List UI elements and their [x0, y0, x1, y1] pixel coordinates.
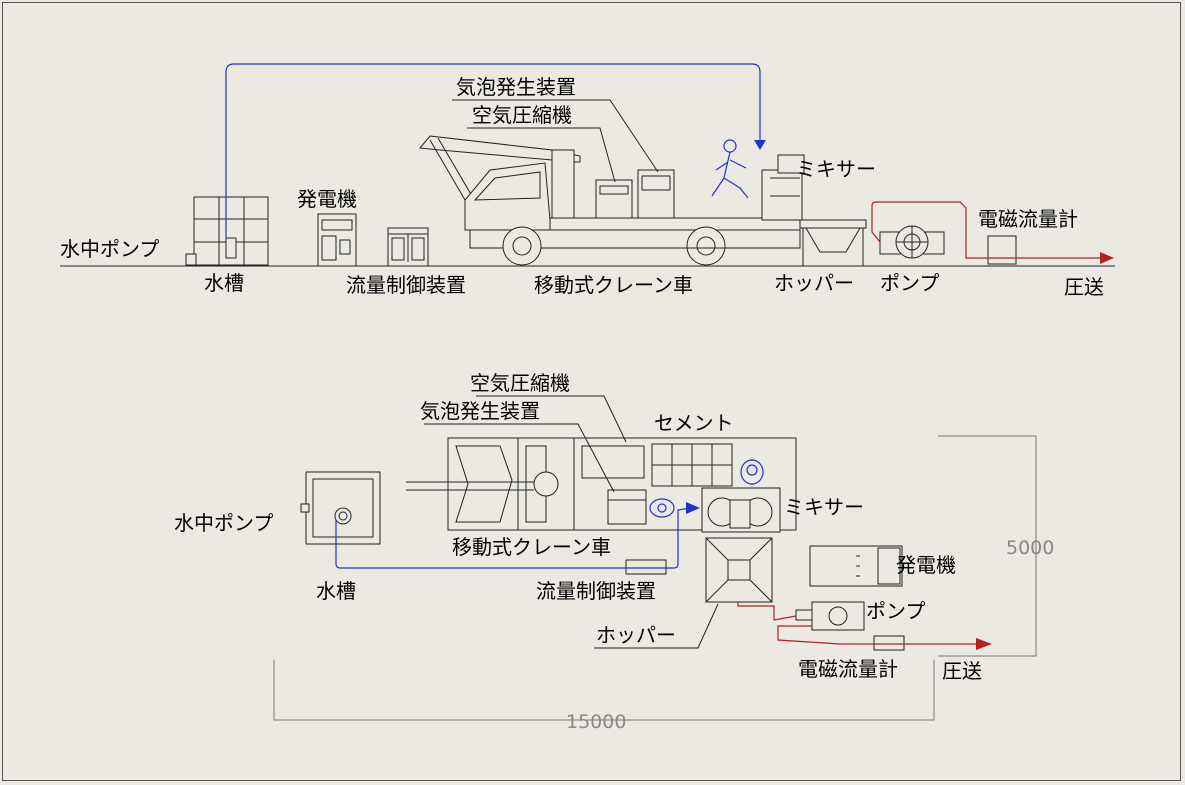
label-foam-generator-plan: 気泡発生装置 [420, 399, 540, 423]
workers-plan [649, 459, 764, 518]
label-hopper-side: ホッパー [774, 271, 854, 295]
label-cement-plan: セメント [654, 411, 734, 435]
hopper-side [799, 219, 867, 266]
generator-side [317, 213, 357, 267]
pump-plan [795, 601, 865, 631]
label-generator-plan: 発電機 [896, 553, 956, 577]
flowmeter-plan [873, 635, 905, 651]
side-view: 気泡発生装置 空気圧縮機 ミキサー 発電機 電磁流量計 水中ポンプ 水槽 流量制… [60, 63, 1115, 299]
label-pump-plan: ポンプ [866, 599, 925, 623]
pressure-feed-arrow-plan [976, 638, 992, 650]
slurry-line-plan [737, 602, 978, 645]
label-generator-side: 発電機 [297, 187, 357, 211]
label-flowmeter-side: 電磁流量計 [978, 207, 1078, 231]
label-pressure-feed-plan: 圧送 [942, 659, 982, 683]
water-flow-arrow-plan [686, 502, 700, 514]
pump-side [879, 225, 945, 259]
label-pump-side: ポンプ [880, 271, 939, 295]
label-mixer-side: ミキサー [796, 157, 876, 181]
leader-hopper-plan [594, 603, 719, 649]
flow-controller-plan [625, 559, 667, 575]
leader-foam-gen-plan [424, 423, 615, 493]
label-water-tank-plan: 水槽 [316, 579, 356, 603]
water-supply-line-plan [335, 507, 691, 569]
label-foam-generator-side: 気泡発生装置 [456, 75, 576, 99]
label-air-compressor-plan: 空気圧縮機 [470, 371, 570, 395]
flowmeter-side [987, 235, 1017, 265]
water-tank-plan [300, 471, 381, 545]
plan-view: 空気圧縮機 気泡発生装置 セメント ミキサー 水中ポンプ 移動式クレーン車 発電… [174, 371, 1054, 733]
label-mixer-plan: ミキサー [784, 495, 864, 519]
mixer-side [761, 154, 805, 221]
dimension-width-label: 5000 [1006, 537, 1054, 559]
label-submersible-pump-plan: 水中ポンプ [174, 511, 273, 535]
dimension-width [938, 435, 1037, 657]
label-hopper-plan: ホッパー [596, 623, 676, 647]
label-pressure-feed-side: 圧送 [1064, 275, 1104, 299]
flow-controller-side [387, 227, 429, 267]
label-mobile-crane-side: 移動式クレーン車 [534, 273, 693, 297]
label-submersible-pump-side: 水中ポンプ [60, 237, 159, 261]
hopper-plan [705, 537, 773, 603]
pressure-feed-arrow-side [1100, 252, 1114, 264]
label-air-compressor-side: 空気圧縮機 [472, 103, 572, 127]
slurry-line-side [871, 201, 1105, 259]
generator-plan [809, 545, 903, 587]
water-supply-line [225, 63, 761, 238]
mixer-plan [701, 487, 781, 533]
water-flow-arrow [754, 140, 766, 150]
crane-truck-side [419, 135, 801, 266]
leader-compressor-side [467, 127, 616, 183]
dimension-length-label: 15000 [566, 711, 626, 733]
label-water-tank-side: 水槽 [204, 271, 244, 295]
dimension-length [273, 660, 935, 721]
label-flow-controller-side: 流量制御装置 [346, 273, 466, 297]
label-mobile-crane-plan: 移動式クレーン車 [452, 535, 611, 559]
label-flow-controller-plan: 流量制御装置 [536, 579, 656, 603]
worker-figure [711, 139, 749, 199]
label-flowmeter-plan: 電磁流量計 [798, 657, 898, 681]
leader-foam-gen-side [452, 99, 659, 173]
water-tank-side [185, 196, 269, 266]
leader-compressor-plan [476, 395, 627, 443]
